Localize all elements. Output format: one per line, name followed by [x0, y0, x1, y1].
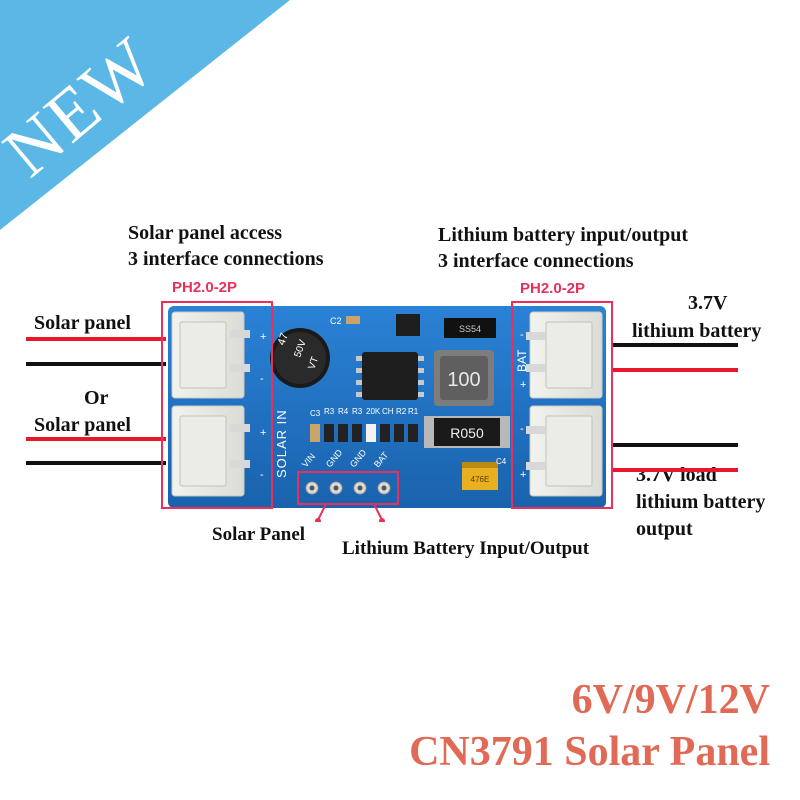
- silkscreen-solar-in: SOLAR IN: [274, 409, 289, 478]
- polarity-minus-right-bottom: -: [520, 423, 524, 435]
- voltage-title: 6V/9V/12V: [571, 677, 770, 723]
- label-c4: C4: [496, 457, 507, 466]
- battery-io-line1: Lithium battery input/output: [438, 224, 689, 246]
- electrolytic-capacitor: 47 50V VT: [270, 328, 330, 388]
- right-connector-bottom: [526, 405, 603, 497]
- arrow-solar-panel: [317, 503, 327, 521]
- polarity-minus-right-top: -: [520, 329, 524, 341]
- cn3791-ic: [356, 352, 424, 400]
- label-c2: C2: [330, 316, 342, 326]
- silkscreen-bat: BAT: [515, 349, 529, 372]
- solar-panel-label-1: Solar panel: [34, 312, 131, 334]
- polarity-plus-left-bottom: +: [260, 427, 266, 439]
- cap-value-vt: VT: [306, 355, 321, 371]
- label-r2: R2: [396, 407, 407, 416]
- arrow-battery-io: [373, 503, 383, 521]
- battery-io-line2: 3 interface connections: [438, 250, 634, 272]
- battery-voltage-label: 3.7V: [688, 292, 728, 314]
- wire-red-right-1: [612, 368, 738, 372]
- solar-access-line1: Solar panel access: [128, 222, 283, 244]
- label-ch: CH: [382, 407, 394, 416]
- highlight-frame-battery: [511, 301, 613, 509]
- resistor-row: C3 R3 R4 R3 20K CH R2 R1: [310, 407, 419, 442]
- mosfet-chip: [396, 314, 420, 336]
- schottky-diode: SS54: [444, 318, 496, 338]
- polarity-minus-left-top: -: [260, 373, 264, 385]
- inductor-marking: 100: [447, 369, 480, 391]
- label-c3: C3: [310, 409, 321, 418]
- shunt-marking: R050: [450, 425, 484, 441]
- right-connector-top: [526, 311, 603, 399]
- label-20k: 20K: [366, 407, 381, 416]
- label-r3b: R3: [352, 407, 363, 416]
- label-r1: R1: [408, 407, 419, 416]
- load-label-line2: lithium battery: [636, 491, 766, 513]
- label-r4: R4: [338, 407, 349, 416]
- lithium-battery-label: lithium battery: [632, 320, 762, 342]
- arrow-dot-solar: [315, 518, 321, 522]
- tantalum-capacitor: 476E: [462, 462, 498, 490]
- tantalum-marking: 476E: [471, 475, 490, 484]
- cap-value-47: 47: [276, 331, 291, 347]
- pcb-board: + - + - SOLAR IN 47 50V VT C2 SS54: [161, 301, 613, 522]
- load-label-line1: 3.7V load: [636, 464, 717, 486]
- polarity-minus-left-bottom: -: [260, 469, 264, 481]
- left-connector-bottom: [171, 405, 250, 497]
- load-label-line3: output: [636, 518, 693, 540]
- power-inductor: 100: [434, 350, 494, 406]
- wire-red-left-2: [26, 437, 166, 441]
- solar-panel-label-2: Solar panel: [34, 414, 131, 436]
- product-title: CN3791 Solar Panel: [409, 729, 770, 775]
- new-ribbon-badge: NEW: [0, 0, 290, 230]
- wire-red-left-1: [26, 337, 166, 341]
- wire-red-right-2: [612, 468, 738, 472]
- wire-black-right-2: [612, 443, 738, 447]
- polarity-plus-right-bottom: +: [520, 469, 526, 481]
- ribbon-shape: [0, 0, 290, 230]
- shunt-resistor: R050: [424, 416, 510, 448]
- ph-connector-label-left: PH2.0-2P: [172, 279, 238, 296]
- wire-black-left-1: [26, 362, 166, 366]
- solar-access-line2: 3 interface connections: [128, 248, 324, 270]
- highlight-frame-solar: [161, 301, 273, 509]
- ph-connector-label-right: PH2.0-2P: [520, 280, 586, 297]
- label-r3a: R3: [324, 407, 335, 416]
- wire-black-right-1: [612, 343, 738, 347]
- smd-cap-c2: [346, 316, 360, 324]
- bottom-battery-io-label: Lithium Battery Input/Output: [342, 538, 590, 559]
- polarity-plus-left-top: +: [260, 331, 266, 343]
- highlight-frame-pins: [297, 471, 399, 505]
- diode-marking: SS54: [459, 324, 481, 334]
- or-label: Or: [84, 387, 109, 409]
- wire-black-left-2: [26, 461, 166, 465]
- arrow-dot-battery: [379, 518, 385, 522]
- polarity-plus-right-top: +: [520, 379, 526, 391]
- bottom-solar-panel-label: Solar Panel: [212, 524, 306, 545]
- left-connector-top: [171, 311, 250, 399]
